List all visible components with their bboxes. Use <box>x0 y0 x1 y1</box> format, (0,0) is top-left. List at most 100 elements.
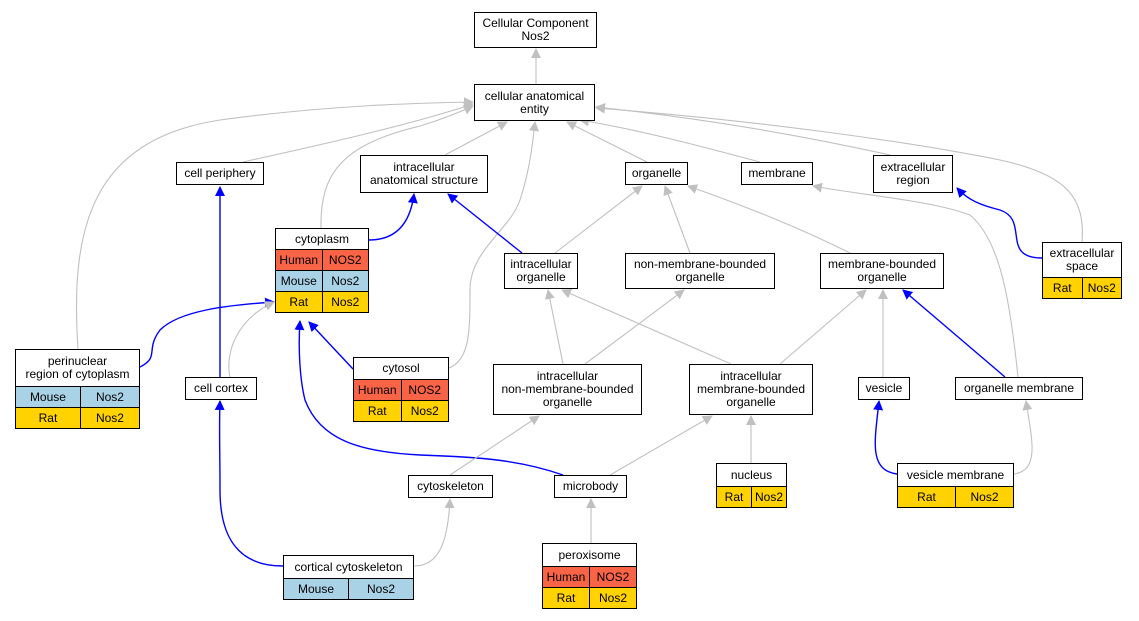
node-label-line: organelle <box>542 395 593 409</box>
gene-symbol: Nos2 <box>79 408 139 428</box>
node-label-line: cell periphery <box>184 166 256 180</box>
node-label-line: vesicle membrane <box>906 467 1005 482</box>
node-title: organelle <box>626 163 687 184</box>
species-name: Rat <box>38 410 58 425</box>
edge-orgmem-to-membrane-is-a <box>812 182 1019 378</box>
edge-membrane-to-cae-is-a <box>579 116 761 163</box>
node-title: cortical cytoskeleton <box>284 556 413 578</box>
species-name: Rat <box>289 294 309 309</box>
edge-intorg-to-organelle-is-a <box>554 185 643 254</box>
node-label-line: extracellular <box>880 160 946 174</box>
node-label-line: nucleus <box>730 467 773 482</box>
edge-inmbo-to-nmbo-is-a <box>584 289 685 365</box>
node-label-line: membrane <box>748 166 806 180</box>
node-label-line: region of cytoplasm <box>25 367 130 381</box>
node-title: peroxisome <box>543 544 636 566</box>
gene-symbol: NOS2 <box>321 250 369 270</box>
species-row-rat: Rat Nos2 <box>543 587 636 608</box>
node-label-line: vesicle <box>865 381 903 395</box>
node-membrane[interactable]: membrane <box>741 162 813 185</box>
edge-inmbo-to-intorg-is-a <box>544 289 564 365</box>
edge-perinuc-to-cytoplasm-part-of <box>139 297 275 368</box>
node-label-line: extracellular <box>1049 246 1115 260</box>
edge-organelle-to-cae-is-a <box>566 121 648 163</box>
node-cellper[interactable]: cell periphery <box>176 162 264 185</box>
edge-vesmem-to-orgmem-is-a <box>1013 400 1033 475</box>
species-name: Mouse <box>29 389 66 404</box>
edge-cytoplasm-to-cae-is-a <box>320 105 474 229</box>
species-row-mouse: Mouse Nos2 <box>16 386 139 407</box>
node-organelle[interactable]: organelle <box>625 162 688 185</box>
edge-cytoskel-to-inmbo-is-a <box>449 415 540 476</box>
species-name: Mouse <box>297 581 335 596</box>
edge-nmbo-to-organelle-is-a <box>663 185 691 254</box>
edge-cortcyto-to-cellcortex-part-of <box>214 400 284 567</box>
node-label-line: intracellular <box>393 160 455 174</box>
edge-cytosol-to-cytoplasm-part-of <box>308 321 354 370</box>
species-name: Rat <box>724 489 744 504</box>
edge-extreg-to-cae-is-a <box>595 102 891 156</box>
edge-cellcortex-to-cytoplasm-is-a <box>228 301 275 378</box>
node-label-line: cytosol <box>382 361 420 375</box>
node-vesicle[interactable]: vesicle <box>858 377 910 400</box>
node-title: cell periphery <box>177 163 263 184</box>
edge-imbo-to-mbo-is-a <box>779 289 867 365</box>
species-name: Rat <box>1052 280 1072 295</box>
node-cytoskel[interactable]: cytoskeleton <box>408 475 493 498</box>
edge-microbody-to-cytoplasm-part-of <box>294 320 564 476</box>
node-cellcortex[interactable]: cell cortex <box>185 377 257 400</box>
edge-cortcyto-to-cytoskel-is-a <box>413 498 455 567</box>
species-name: Rat <box>917 489 936 504</box>
edge-mbo-to-organelle-is-a <box>687 184 851 254</box>
gene-symbol: Nos2 <box>589 588 636 608</box>
node-title: vesicle <box>859 378 909 399</box>
gene-symbol: Nos2 <box>751 487 786 507</box>
species-name: Mouse <box>280 273 317 288</box>
node-orgmem[interactable]: organelle membrane <box>955 377 1083 400</box>
node-label-line: organelle <box>675 270 725 284</box>
node-label-line: region <box>896 173 930 187</box>
node-label-line: non-membrane-bounded <box>633 257 767 271</box>
node-label-line: intracellular <box>720 369 782 383</box>
node-title: microbody <box>555 476 626 497</box>
species-name: Rat <box>556 590 576 605</box>
edge-vesmem-to-vesicle-part-of <box>873 400 898 475</box>
edge-orgmem-to-mbo-part-of <box>902 289 1006 378</box>
node-label-line: intracellular <box>536 369 599 383</box>
species-name: Human <box>546 569 586 584</box>
node-label-line: perinuclear <box>47 354 108 368</box>
gene-symbol: Nos2 <box>79 387 139 407</box>
edge-extspace-to-extreg-part-of <box>956 187 1043 259</box>
node-microbody[interactable]: microbody <box>554 475 627 498</box>
edge-ias-to-cae-is-a <box>444 121 508 156</box>
node-label-line: microbody <box>562 479 619 493</box>
species-name: Human <box>279 252 319 267</box>
node-title: vesicle membrane <box>898 464 1013 486</box>
node-label-line: organelle membrane <box>963 381 1075 395</box>
